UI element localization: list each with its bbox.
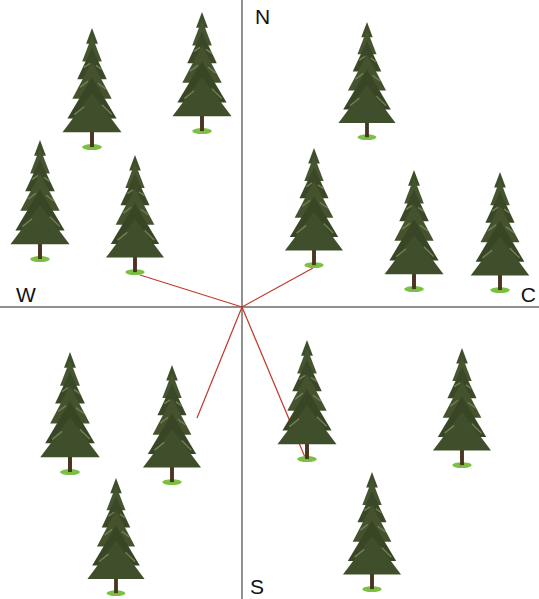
compass-west: W <box>16 284 36 305</box>
west-east-axis <box>0 307 539 308</box>
north-south-axis <box>242 0 243 599</box>
compass-south: S <box>250 576 264 597</box>
compass-east: C <box>521 284 536 305</box>
compass-north: N <box>255 6 270 27</box>
trees <box>10 12 529 596</box>
